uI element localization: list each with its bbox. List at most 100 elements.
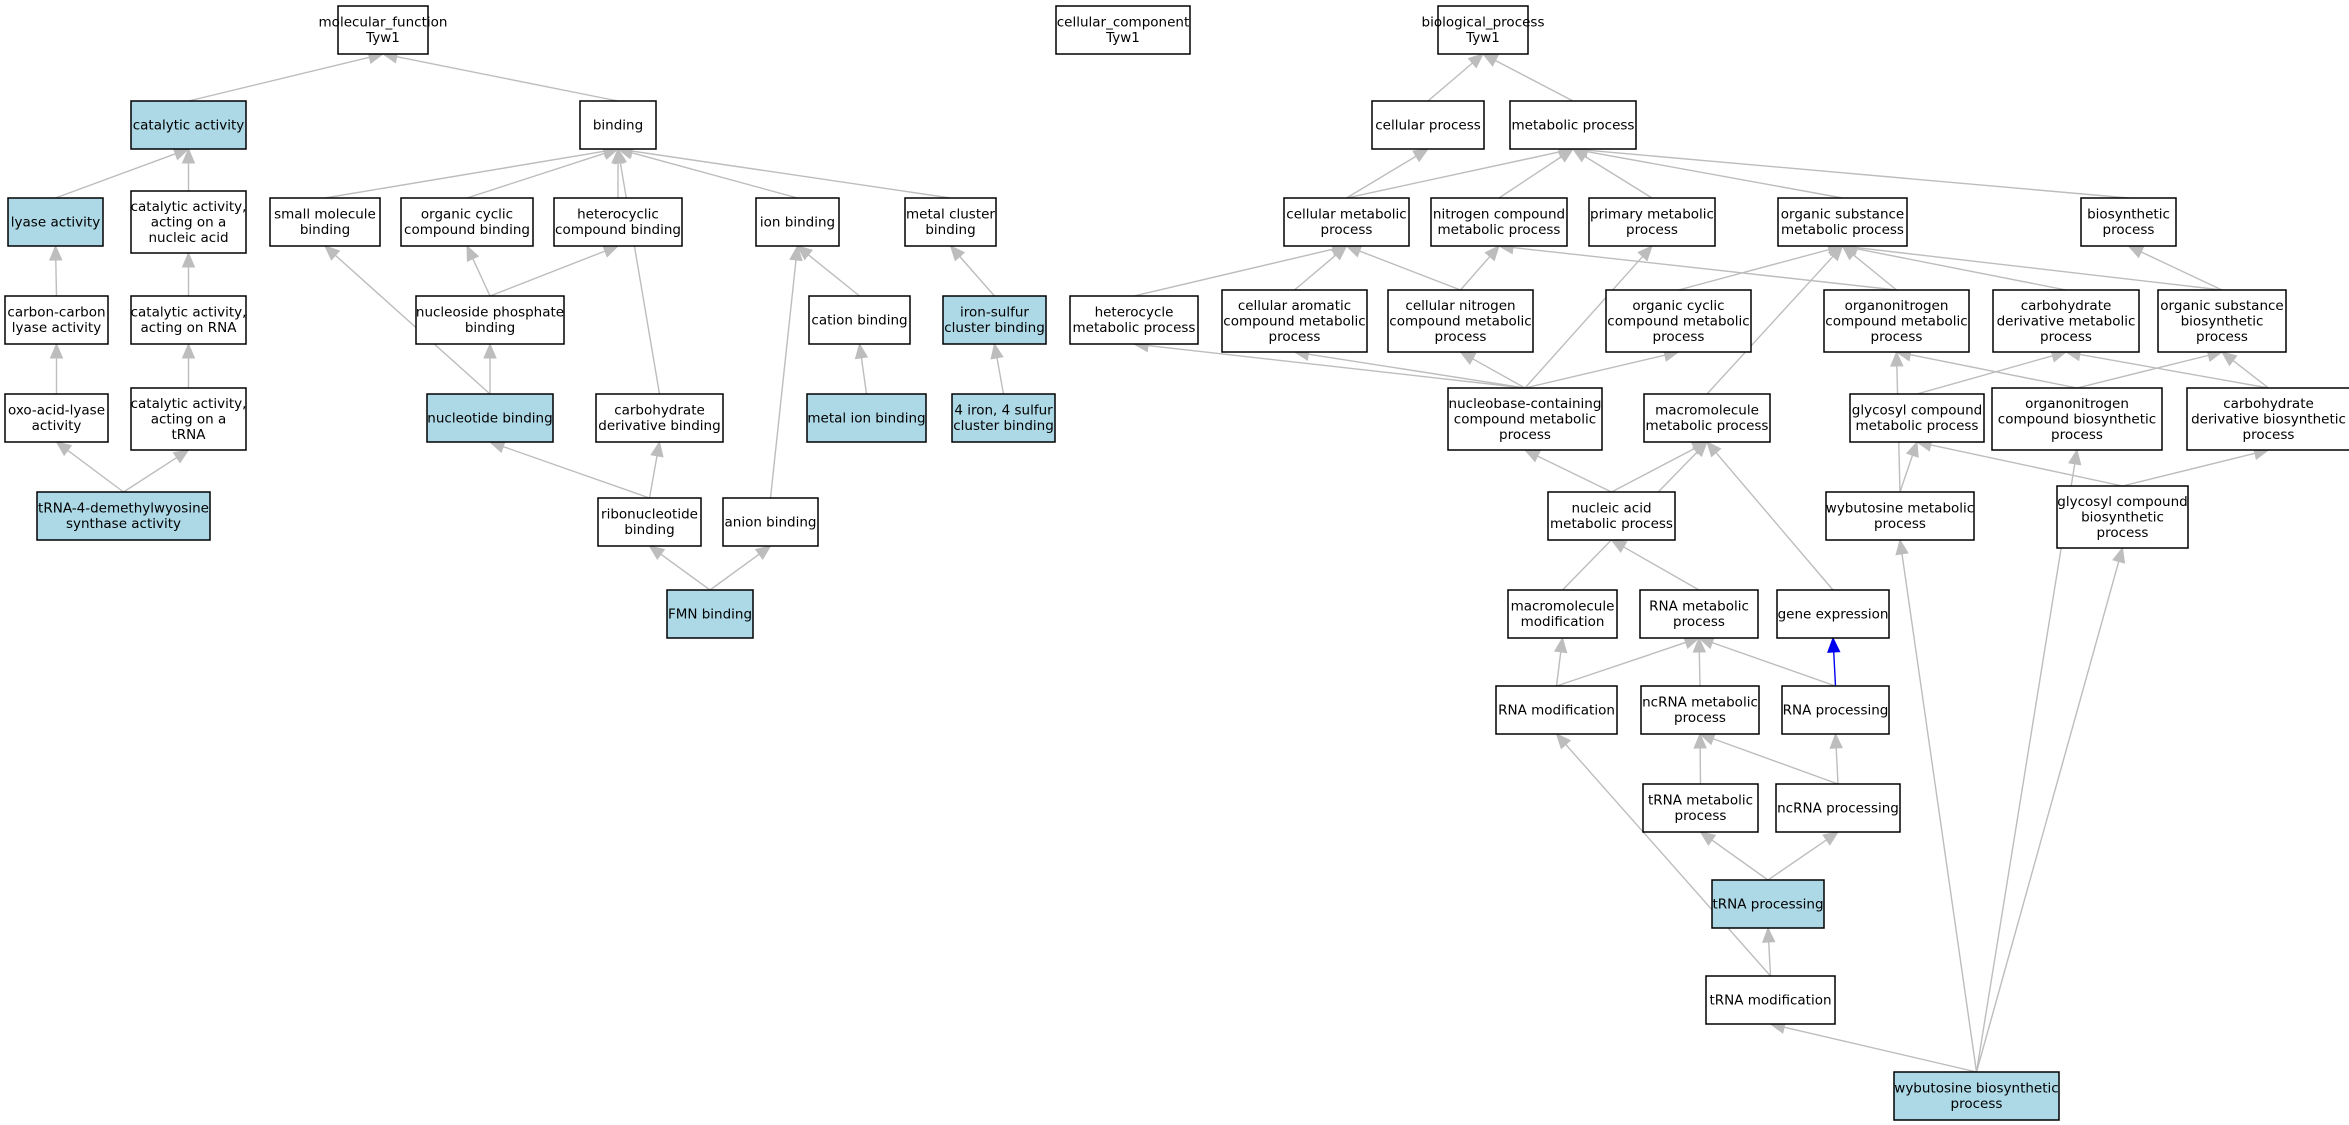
edge-arrowhead: [1905, 440, 1919, 458]
node-box: [1639, 589, 1759, 639]
go-term-node-gene_expr[interactable]: gene expression: [1776, 589, 1890, 639]
go-term-node-cation[interactable]: cation binding: [808, 295, 911, 345]
go-term-node-binding[interactable]: binding: [579, 100, 657, 150]
edge-line: [1706, 255, 1834, 395]
go-term-node-lyase[interactable]: lyase activity: [7, 197, 104, 247]
edge-cell_proc-to-bp: [1427, 53, 1484, 102]
go-term-node-cat_rna[interactable]: catalytic activity,acting on RNA: [130, 295, 247, 345]
node-label-line: nucleotide binding: [427, 410, 552, 426]
go-term-node-ncrna_proc[interactable]: ncRNA processing: [1775, 783, 1901, 833]
go-term-node-metal_ion[interactable]: metal ion binding: [806, 393, 927, 443]
node-box: [1495, 685, 1618, 735]
edge-line: [1524, 255, 1644, 389]
node-box: [1387, 289, 1534, 353]
node-box: [597, 497, 702, 547]
edge-line: [1586, 150, 1843, 199]
node-box: [130, 295, 247, 345]
edge-arrowhead: [1762, 926, 1776, 943]
edge-rna_proc-to-gene_expr: [1827, 636, 1841, 687]
edge-line: [1783, 1026, 1977, 1073]
edge-nsp_bind-to-het_bind: [489, 244, 620, 297]
node-box: [269, 197, 381, 247]
go-term-node-trna_mod[interactable]: tRNA modification: [1705, 975, 1836, 1025]
edge-arrowhead: [1467, 53, 1484, 69]
node-box: [337, 5, 429, 55]
edge-trna_mod-to-trna_proc: [1762, 926, 1776, 977]
go-term-node-fmn[interactable]: FMN binding: [666, 589, 754, 639]
go-term-node-rna_mod[interactable]: RNA modification: [1495, 685, 1618, 735]
node-box: [2186, 387, 2349, 451]
edge-line: [660, 553, 711, 591]
node-label-line: process: [1674, 710, 1726, 726]
node-box: [1849, 393, 1985, 443]
go-term-node-rna_proc[interactable]: RNA processing: [1781, 685, 1890, 735]
edge-line: [1359, 250, 1461, 291]
go-term-node-met_proc[interactable]: metabolic process: [1509, 100, 1637, 150]
edge-rna_proc-to-rna_met: [1697, 636, 1836, 687]
go-term-node-cell_proc[interactable]: cellular process: [1371, 100, 1485, 150]
edge-line: [1512, 246, 1897, 291]
node-label-line: process: [1435, 329, 1487, 345]
node-label-line: macromolecule: [1655, 403, 1759, 419]
node-box: [951, 393, 1056, 443]
node-label-line: metabolic process: [1073, 320, 1196, 336]
node-box: [579, 100, 657, 150]
node-label-line: catalytic activity,: [131, 199, 247, 215]
go-term-node-anion[interactable]: anion binding: [722, 497, 819, 547]
edge-line: [489, 250, 606, 297]
go-term-node-ion_bind[interactable]: ion binding: [755, 197, 840, 247]
go-term-node-catalytic[interactable]: catalytic activity: [130, 100, 247, 150]
edge-line: [1768, 941, 1772, 977]
node-label-line: binding: [300, 222, 350, 238]
edge-trna_met-to-ncrna_met: [1693, 732, 1707, 785]
edge-line: [2076, 354, 2209, 389]
edge-cell_arom-to-cell_met: [1294, 245, 1348, 291]
edge-trna_proc-to-ncrna_proc: [1767, 831, 1840, 881]
go-term-node-trna_proc[interactable]: tRNA processing: [1711, 879, 1825, 929]
node-label-line: process: [1499, 427, 1551, 443]
go-term-node-nucleotide[interactable]: nucleotide binding: [426, 393, 554, 443]
